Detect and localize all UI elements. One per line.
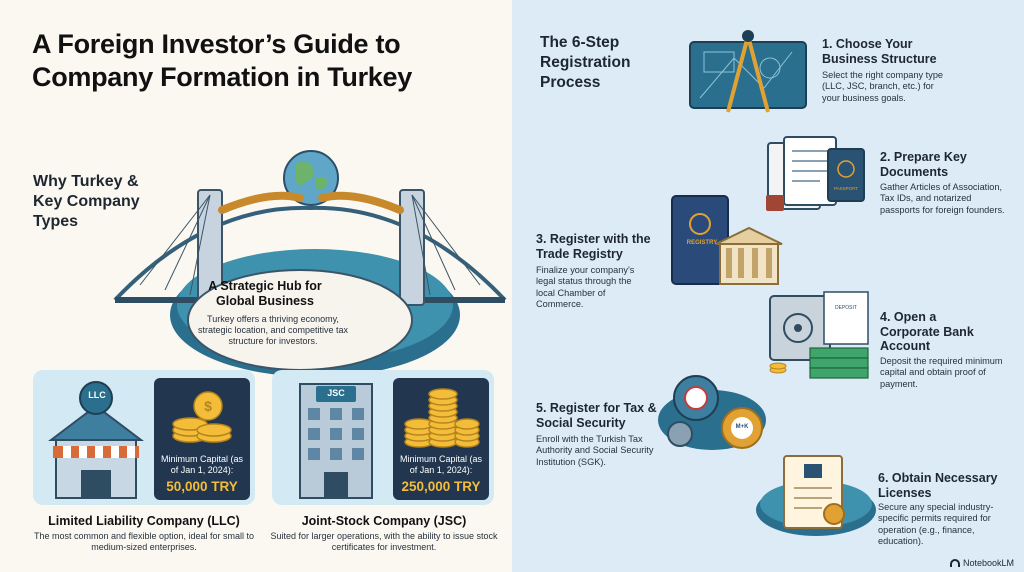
deposit-label: DEPOSIT <box>835 305 857 311</box>
brand-logo-icon <box>950 559 960 567</box>
jsc-capital-label: Minimum Capital (as of Jan 1, 2024): <box>399 454 483 475</box>
svg-text:$: $ <box>204 398 212 414</box>
brand-text: NotebookLM <box>963 558 1015 568</box>
coin-stack-icon: $ <box>172 391 232 443</box>
llc-capital-value: 50,000 TRY <box>166 479 238 494</box>
jsc-name: Joint-Stock Company (JSC) <box>301 514 467 528</box>
llc-card: LLC $ Minimum Capital (as of Jan 1, 2024… <box>33 370 255 505</box>
coin-stacks-icon <box>404 388 480 448</box>
step-3-desc: Finalize your company’s legal status thr… <box>536 265 635 310</box>
llc-capital-panel: $ Minimum Capital (as of Jan 1, 2024): 5… <box>154 378 250 500</box>
hub-description: Turkey offers a thriving economy, strate… <box>197 314 349 346</box>
page-title: A Foreign Investor’s Guide to Company Fo… <box>32 29 412 92</box>
llc-building-icon <box>48 381 144 499</box>
bridge-illustration <box>113 150 507 377</box>
step-4-desc: Deposit the required minimum capital and… <box>880 356 1003 389</box>
bank-safe-icon <box>769 291 869 379</box>
step-6-desc: Secure any special industry-specific per… <box>878 502 994 547</box>
section-heading: Why Turkey & Key Company Types <box>33 173 140 230</box>
step-5-desc: Enroll with the Turkish Tax Authority an… <box>536 434 654 467</box>
llc-name: Limited Liability Company (LLC) <box>48 514 240 528</box>
step-5-title: 5. Register for Tax & Social Security <box>536 401 657 430</box>
jsc-building-icon <box>299 383 373 499</box>
jsc-capital-panel: Minimum Capital (as of Jan 1, 2024): 250… <box>393 378 489 500</box>
gears-icon <box>658 375 766 450</box>
right-panel: The 6-Step Registration Process 1. Choos… <box>512 0 1024 572</box>
step-6-title: 6. Obtain Necessary Licenses <box>878 471 998 500</box>
gear-label: M+K <box>735 424 749 430</box>
process-heading: The 6-Step Registration Process <box>540 34 631 91</box>
llc-description: The most common and flexible option, ide… <box>33 531 255 552</box>
step-3-title: 3. Register with the Trade Registry <box>536 232 651 261</box>
jsc-card: JSC Minimum Capital (as of Jan 1, 2024):… <box>272 370 494 505</box>
step-4-title: 4. Open a Corporate Bank Account <box>880 310 974 353</box>
step-2-desc: Gather Articles of Association, Tax IDs,… <box>880 182 1005 215</box>
jsc-description: Suited for larger operations, with the a… <box>270 531 498 552</box>
step-2-title: 2. Prepare Key Documents <box>880 150 967 179</box>
certificate-icon <box>756 455 876 536</box>
llc-capital-label: Minimum Capital (as of Jan 1, 2024): <box>160 454 244 475</box>
hub-title: A Strategic Hub for Global Business <box>208 279 322 308</box>
blueprint-compass-icon <box>689 30 807 113</box>
passport-label: PASSPORT <box>833 186 859 191</box>
jsc-sign: JSC <box>327 388 345 398</box>
jsc-capital-value: 250,000 TRY <box>401 479 481 494</box>
registry-book-icon <box>671 195 783 285</box>
llc-sign: LLC <box>88 390 106 400</box>
registry-label: REGISTRY <box>686 240 718 246</box>
brand-badge: NotebookLM <box>950 556 1024 570</box>
step-1-title: 1. Choose Your Business Structure <box>822 37 937 66</box>
step-1-desc: Select the right company type (LLC, JSC,… <box>822 70 944 103</box>
documents-passport-icon <box>766 136 865 211</box>
left-panel: A Foreign Investor’s Guide to Company Fo… <box>32 29 507 552</box>
